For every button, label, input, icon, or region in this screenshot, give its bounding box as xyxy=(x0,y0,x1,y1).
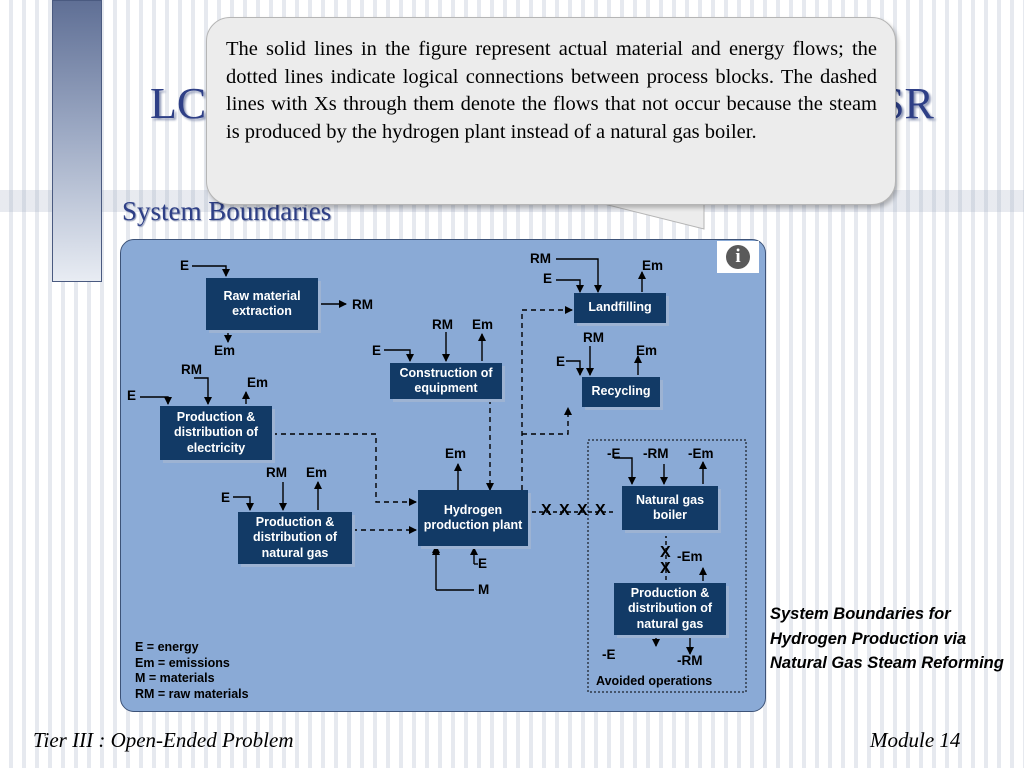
process-electricity: Production & distribution of electricity xyxy=(160,406,272,460)
x-mark: X xyxy=(660,560,671,577)
callout-text: The solid lines in the figure represent … xyxy=(226,38,877,143)
process-hydrogen-plant: Hydrogen production plant xyxy=(418,490,528,546)
flow-label-neg-e: -E xyxy=(602,647,616,662)
x-mark: X xyxy=(559,502,570,519)
flow-label-em: Em xyxy=(306,465,328,480)
x-mark: X xyxy=(577,502,588,519)
flow-label-neg-rm: -RM xyxy=(677,653,703,668)
process-label: Recycling xyxy=(591,384,651,399)
figure-caption: System Boundaries for Hydrogen Productio… xyxy=(770,605,1004,672)
info-button[interactable]: i xyxy=(717,241,759,273)
process-construction-of-equipment: Construction of equipment xyxy=(390,363,502,399)
avoided-operations-label: Avoided operations xyxy=(596,674,713,688)
flow-label-e: E xyxy=(180,258,190,273)
flow-label-rm: RM xyxy=(181,362,202,377)
x-mark: X xyxy=(595,502,606,519)
process-label: Construction of equipment xyxy=(399,365,493,396)
info-icon: i xyxy=(726,245,750,269)
process-label: Landfilling xyxy=(588,300,652,315)
process-natural-gas-boiler: Natural gas boiler xyxy=(622,486,718,530)
flow-label-e: E xyxy=(556,354,566,369)
process-avoided-natural-gas: Production & distribution of natural gas xyxy=(614,583,726,635)
flow-label-e: E xyxy=(543,271,553,286)
flow-label-e: E xyxy=(127,388,137,403)
decorative-bar xyxy=(52,0,102,282)
process-natural-gas-production: Production & distribution of natural gas xyxy=(238,512,352,564)
flow-label-em: Em xyxy=(642,258,664,273)
flow-label-em: Em xyxy=(445,446,467,461)
legend-line: Em = emissions xyxy=(135,655,230,670)
process-label: Production & distribution of natural gas xyxy=(627,585,712,631)
flow-label-rm: RM xyxy=(352,297,373,312)
process-landfilling: Landfilling xyxy=(574,293,666,323)
flow-label-neg-e: -E xyxy=(607,446,621,461)
flow-label-em: Em xyxy=(247,375,269,390)
process-label: Production & distribution of natural gas xyxy=(252,514,337,560)
flow-label-e: E xyxy=(372,343,382,358)
flow-label-m: M xyxy=(478,582,490,597)
process-raw-material-extraction: Raw material extraction xyxy=(206,278,318,330)
flow-label-rm: RM xyxy=(266,465,287,480)
process-label: Production & distribution of electricity xyxy=(173,409,258,455)
flow-label-neg-em: -Em xyxy=(688,446,714,461)
footer-left: Tier III : Open-Ended Problem xyxy=(33,728,294,752)
footer-right: Module 14 xyxy=(870,728,961,752)
x-mark: X xyxy=(660,544,671,561)
process-label: Hydrogen production plant xyxy=(423,502,523,533)
flow-label-neg-rm: -RM xyxy=(643,446,669,461)
flow-label-em: Em xyxy=(214,343,236,358)
flow-label-rm: RM xyxy=(432,317,453,332)
flow-label-e: E xyxy=(478,556,488,571)
flow-label-rm: RM xyxy=(530,251,551,266)
flow-label-em: Em xyxy=(636,343,658,358)
flow-label-neg-em: -Em xyxy=(677,549,703,564)
flow-label-e: E xyxy=(221,490,231,505)
callout-bubble: The solid lines in the figure represent … xyxy=(206,17,896,205)
flow-label-rm: RM xyxy=(583,330,604,345)
legend-line: M = materials xyxy=(135,671,215,685)
process-label: Natural gas boiler xyxy=(635,492,705,523)
callout-tail xyxy=(600,203,705,230)
legend-line: E = energy xyxy=(135,640,199,654)
slide-title-left: LC xyxy=(150,79,207,128)
diagram-legend: E = energy Em = emissions M = materials … xyxy=(135,640,249,702)
x-mark: X xyxy=(541,502,552,519)
process-label: Raw material extraction xyxy=(223,288,301,319)
process-recycling: Recycling xyxy=(582,377,660,407)
flow-label-em: Em xyxy=(472,317,494,332)
legend-line: RM = raw materials xyxy=(135,686,249,701)
